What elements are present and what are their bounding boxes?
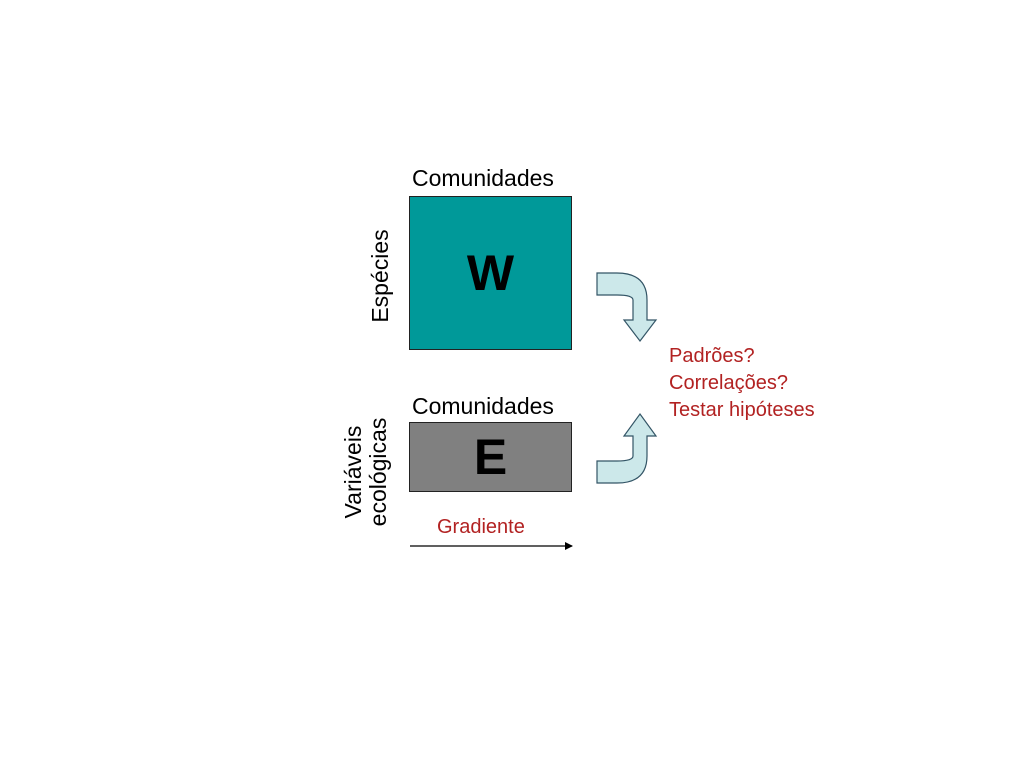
outcome-patterns: Padrões? (669, 345, 755, 367)
outcome-list: Padrões? Correlações? Testar hipóteses (669, 343, 815, 424)
e-matrix: E (409, 422, 572, 492)
outcome-correlations: Correlações? (669, 372, 788, 394)
e-matrix-letter: E (473, 429, 508, 485)
w-column-label: Comunidades (412, 165, 554, 191)
w-matrix-letter: W (466, 245, 515, 301)
curved-arrow-down-icon (596, 272, 658, 342)
e-column-label: Comunidades (412, 393, 554, 419)
curved-arrow-up-icon (596, 412, 658, 484)
gradient-label: Gradiente (437, 516, 525, 538)
outcome-test-hypotheses: Testar hipóteses (669, 399, 815, 421)
w-matrix: W (409, 196, 572, 350)
